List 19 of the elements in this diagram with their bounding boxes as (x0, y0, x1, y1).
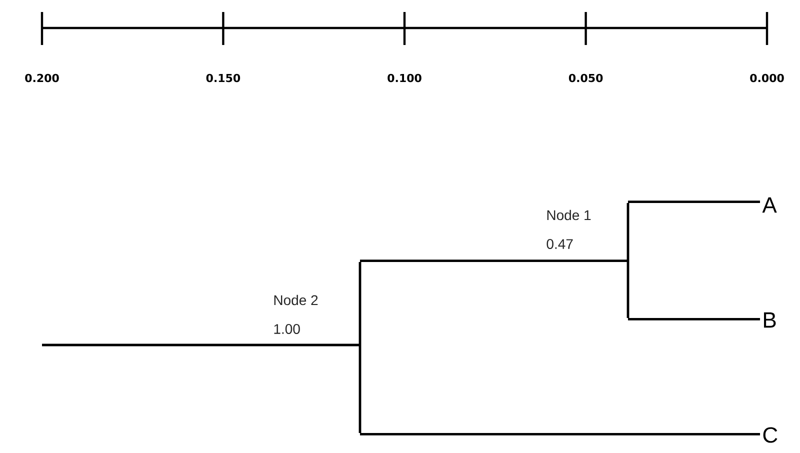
branch-line (628, 318, 760, 320)
branch-line (42, 344, 360, 346)
leaf-label: C (763, 427, 778, 443)
branch-line (360, 260, 628, 262)
scale-label: 0.050 (568, 74, 603, 82)
leaf-label: B (764, 312, 776, 328)
junction-bar (626, 203, 630, 318)
node-label: Node 2 (274, 294, 318, 306)
branch-line (628, 200, 760, 203)
scale-label: 0.000 (750, 74, 784, 82)
scale-label: 0.100 (388, 74, 422, 82)
junction-bar (358, 262, 362, 433)
scale-label: 0.150 (206, 74, 240, 82)
scale-label: 0.200 (25, 74, 59, 82)
node-label: 1.00 (274, 324, 300, 334)
node-label: Node 1 (547, 210, 591, 220)
leaf-label: A (762, 197, 777, 213)
branch-line (360, 433, 760, 436)
node-label: 0.47 (546, 239, 573, 249)
